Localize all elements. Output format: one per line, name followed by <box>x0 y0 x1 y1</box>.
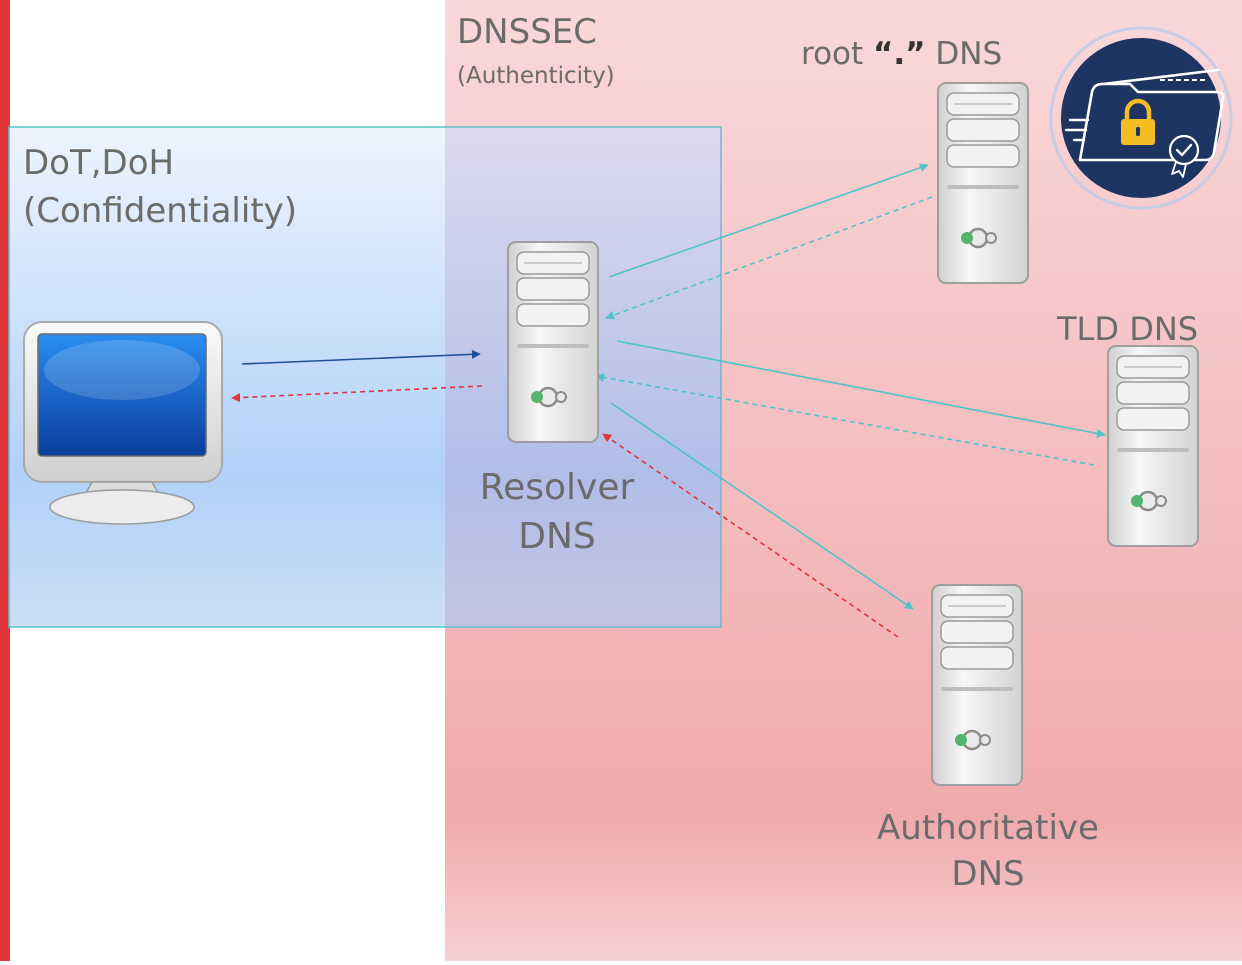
dnssec-title: DNSSEC <box>457 12 598 52</box>
resolver-label-line1: Resolver <box>479 467 635 508</box>
root-response-arrow <box>605 196 933 320</box>
arrows <box>231 163 1106 638</box>
client-query-arrow <box>241 349 481 365</box>
resolver-server-icon <box>506 240 600 444</box>
root-label-dot: “.” <box>873 36 926 72</box>
root-server-icon <box>936 81 1030 285</box>
tld-response-arrow <box>595 372 1095 466</box>
resolver-label-line2: DNS <box>518 516 596 557</box>
root-label-suffix: DNS <box>935 36 1003 72</box>
encryption-subtitle: (Confidentiality) <box>23 191 298 231</box>
authoritative-response-arrow <box>602 433 899 638</box>
root-dns-label: root “.” DNS <box>801 34 1002 74</box>
authoritative-label-line2: DNS <box>951 854 1025 894</box>
accent-bar <box>0 0 10 961</box>
authoritative-server-icon <box>930 583 1024 787</box>
tld-server-icon <box>1106 344 1200 548</box>
authoritative-query-arrow <box>610 402 914 610</box>
client-response-arrow <box>231 385 483 403</box>
root-query-arrow <box>608 163 929 278</box>
tld-query-arrow <box>616 340 1106 438</box>
monitor-icon <box>23 321 223 525</box>
root-label-prefix: root <box>801 36 864 72</box>
authoritative-label-line1: Authoritative <box>877 808 1099 848</box>
tld-dns-label: TLD DNS <box>1057 310 1199 348</box>
secure-folder-lock-icon <box>1049 26 1233 210</box>
encryption-title: DoT,DoH <box>23 143 175 183</box>
dnssec-subtitle: (Authenticity) <box>457 63 615 89</box>
